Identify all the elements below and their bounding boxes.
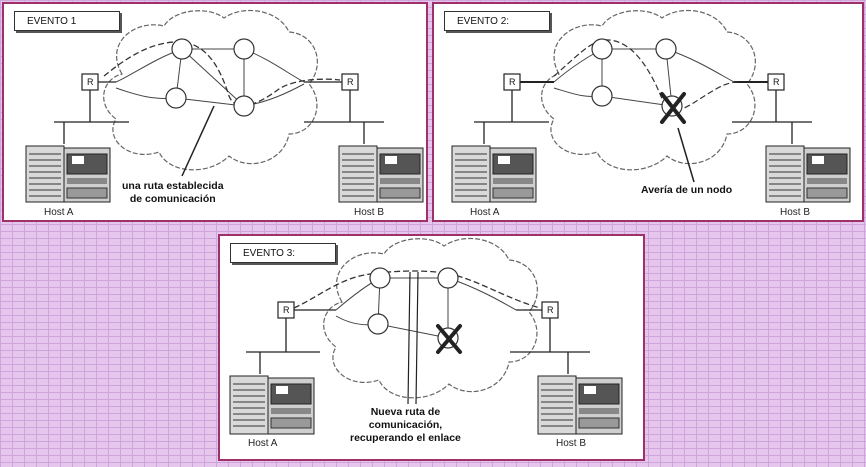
- host-b-computer: [338, 145, 424, 203]
- event-3-panel: R R: [218, 234, 645, 461]
- established-route-path: [103, 41, 341, 107]
- host-a-label: Host A: [44, 207, 74, 218]
- event-3-annotation: Nueva ruta de comunicación, recuperando …: [350, 406, 461, 445]
- annotation-line-1: una ruta establecida: [122, 180, 224, 192]
- failed-node-x-icon: [436, 324, 462, 354]
- host-a-label: Host A: [248, 438, 278, 449]
- host-b-computer: [765, 145, 851, 203]
- network-nodes: [165, 38, 255, 117]
- svg-text:R: R: [773, 77, 780, 87]
- network-cloud: [103, 9, 318, 171]
- network-cloud: [541, 9, 756, 171]
- event-1-annotation: una ruta establecida de comunicación: [122, 180, 224, 206]
- svg-text:R: R: [347, 77, 354, 87]
- event-3-label: EVENTO 3:: [230, 243, 336, 263]
- host-a-computer: [229, 375, 315, 435]
- annotation-line-3: recuperando el enlace: [350, 432, 461, 444]
- event-2-panel: R R: [432, 2, 864, 222]
- event-1-network-diagram: R R: [25, 9, 424, 203]
- event-1-label: EVENTO 1: [14, 11, 120, 31]
- annotation-line-2: de comunicación: [129, 193, 216, 205]
- host-b-label: Host B: [354, 207, 385, 218]
- new-route-path: [293, 270, 541, 309]
- host-b-computer: [537, 375, 623, 435]
- annotation-line-1: Nueva ruta de: [370, 406, 441, 418]
- network-cloud: [323, 237, 538, 399]
- failed-node-x-icon: [660, 92, 686, 124]
- annotation-line-1: Avería de un nodo: [641, 184, 733, 196]
- event-2-network-diagram: R R: [451, 9, 851, 203]
- event-1-panel: R R: [2, 2, 428, 222]
- annotation-line-2: comunicación,: [368, 419, 443, 431]
- host-a-computer: [25, 145, 111, 203]
- host-b-label: Host B: [556, 438, 587, 449]
- svg-text:R: R: [283, 305, 290, 315]
- svg-text:R: R: [547, 305, 554, 315]
- host-b-label: Host B: [780, 207, 811, 218]
- event-2-label: EVENTO 2:: [444, 11, 550, 31]
- svg-text:R: R: [87, 77, 94, 87]
- event-2-annotation: Avería de un nodo: [641, 184, 732, 197]
- host-a-label: Host A: [470, 207, 500, 218]
- host-a-computer: [451, 145, 537, 203]
- event-3-network-diagram: R R: [229, 237, 623, 435]
- svg-text:R: R: [509, 77, 516, 87]
